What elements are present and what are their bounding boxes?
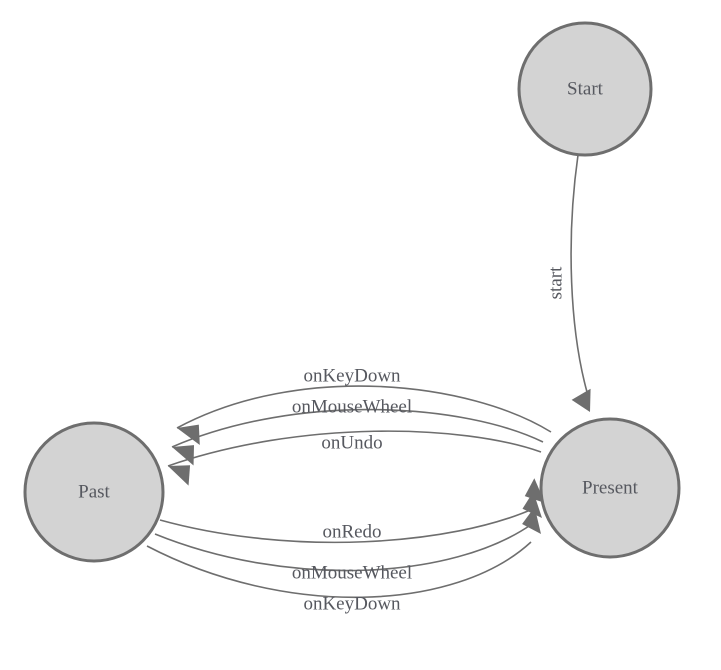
edge-past-to-present-onredo[interactable]: [159, 477, 548, 544]
edge-label-past-to-present-onmousewheel: onMouseWheel: [292, 563, 412, 584]
node-circle: [539, 417, 681, 559]
node-circle: [23, 421, 165, 563]
node-past[interactable]: Past: [23, 421, 165, 563]
node-start[interactable]: Start: [517, 21, 653, 157]
edge-label-present-to-past-onkeydown: onKeyDown: [303, 366, 401, 387]
arrowhead-icon: [522, 506, 541, 534]
arrowhead-icon: [177, 424, 200, 445]
edge-path: [154, 523, 533, 572]
arrowhead-icon: [172, 445, 195, 466]
edge-past-to-present-onmousewheel[interactable]: [154, 490, 547, 572]
arrowhead-icon: [571, 388, 591, 412]
node-label-start: Start: [567, 79, 604, 100]
edge-label-start: start: [546, 266, 567, 299]
edge-path: [570, 154, 588, 393]
edge-present-to-past-onmousewheel[interactable]: [171, 408, 544, 469]
node-label-past: Past: [78, 482, 110, 503]
node-circle: [517, 21, 653, 157]
edge-start-to-present[interactable]: [570, 154, 593, 414]
edge-label-past-to-present-onkeydown: onKeyDown: [303, 594, 401, 615]
edge-label-present-to-past-onmousewheel: onMouseWheel: [292, 397, 412, 418]
edge-path: [159, 507, 536, 544]
edge-path: [146, 541, 532, 599]
edge-present-to-past-onundo[interactable]: [167, 430, 542, 488]
edge-path: [167, 430, 542, 467]
arrowhead-icon: [522, 491, 542, 518]
edge-path: [176, 385, 552, 433]
node-label-present: Present: [582, 478, 639, 499]
edge-past-to-present-onkeydown[interactable]: [146, 505, 548, 599]
node-present[interactable]: Present: [539, 417, 681, 559]
arrowhead-icon: [524, 478, 545, 503]
edge-label-past-to-present-onredo: onRedo: [322, 522, 381, 543]
edge-present-to-past-onkeydown[interactable]: [176, 385, 552, 449]
arrowhead-icon: [168, 465, 191, 486]
edge-label-present-to-past-onundo: onUndo: [321, 433, 382, 454]
edge-path: [171, 408, 544, 448]
